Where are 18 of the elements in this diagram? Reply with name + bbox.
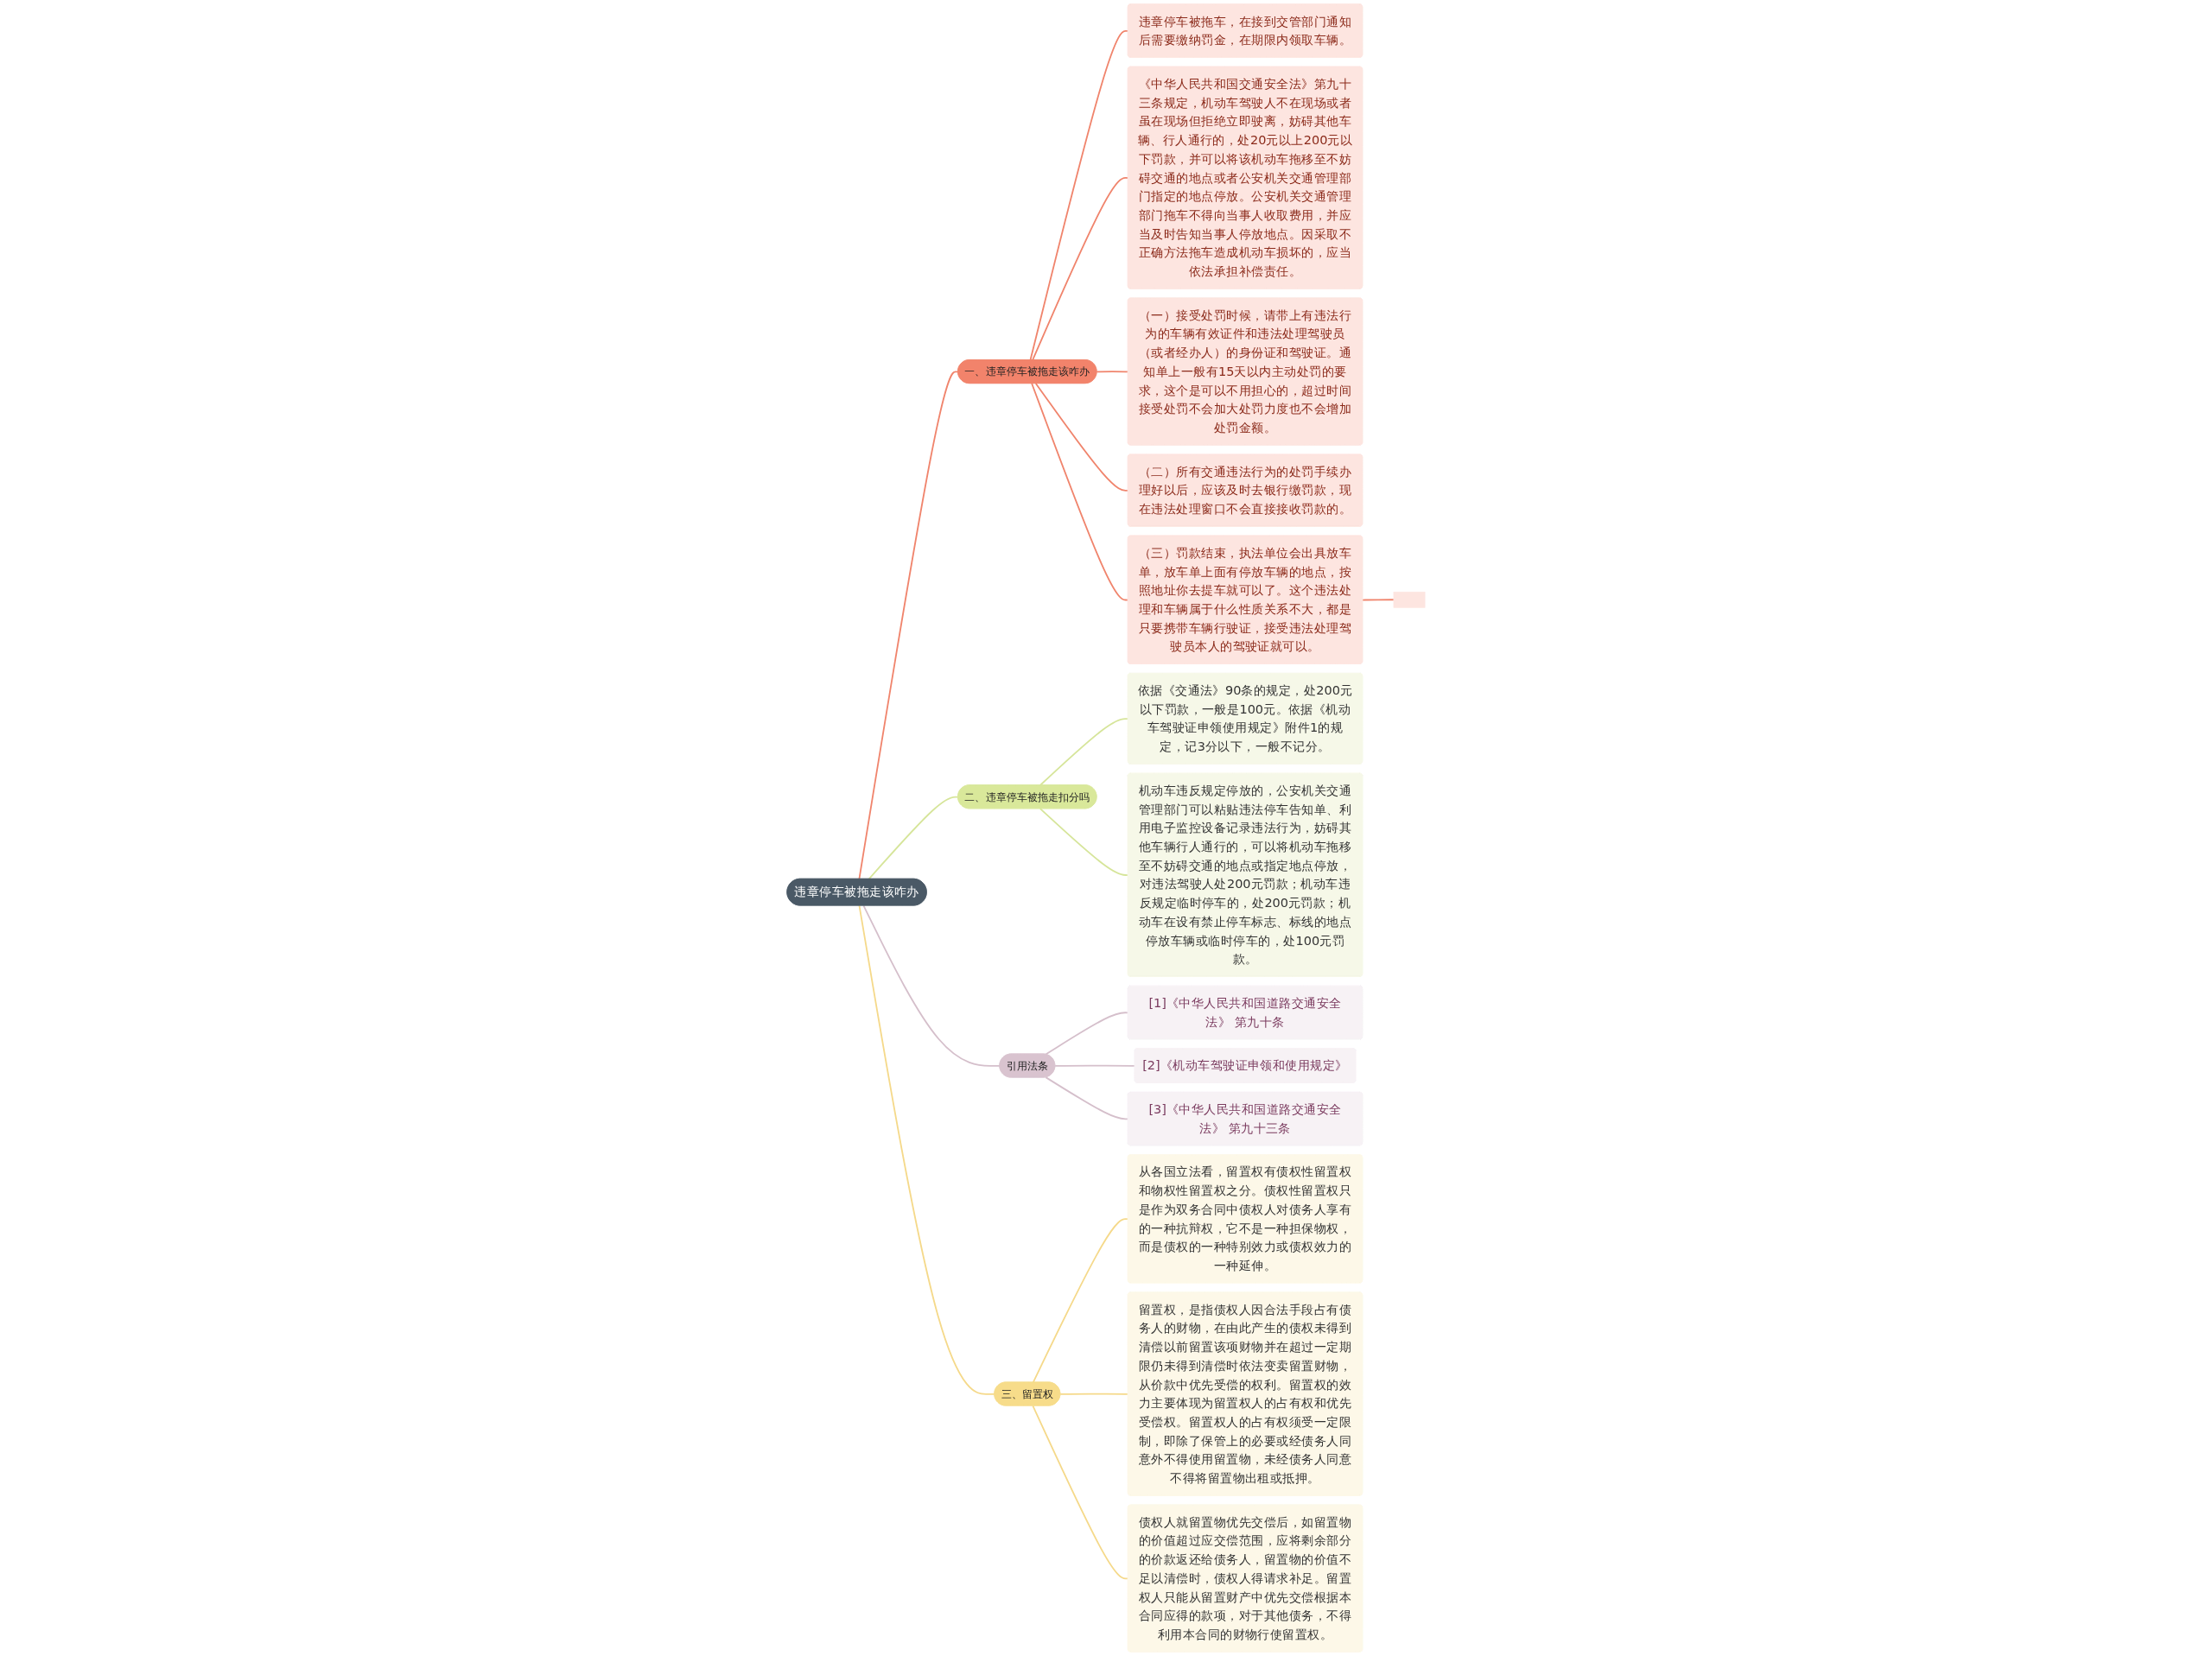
node-box [1393, 591, 1426, 608]
connector [1059, 1393, 1129, 1395]
connector [1096, 371, 1129, 373]
connector [868, 796, 959, 880]
connector [858, 904, 995, 1395]
connector [1039, 808, 1129, 876]
connector [1029, 29, 1129, 361]
connector [1039, 718, 1129, 786]
connector [1045, 1012, 1129, 1056]
connector [858, 371, 959, 880]
connector [1032, 177, 1129, 361]
connector [1031, 383, 1129, 601]
connector [1054, 1064, 1136, 1067]
connector [1045, 1076, 1129, 1120]
connector [1032, 1405, 1129, 1580]
connector [862, 904, 1001, 1067]
connector [1034, 383, 1129, 492]
connector [1362, 599, 1395, 601]
